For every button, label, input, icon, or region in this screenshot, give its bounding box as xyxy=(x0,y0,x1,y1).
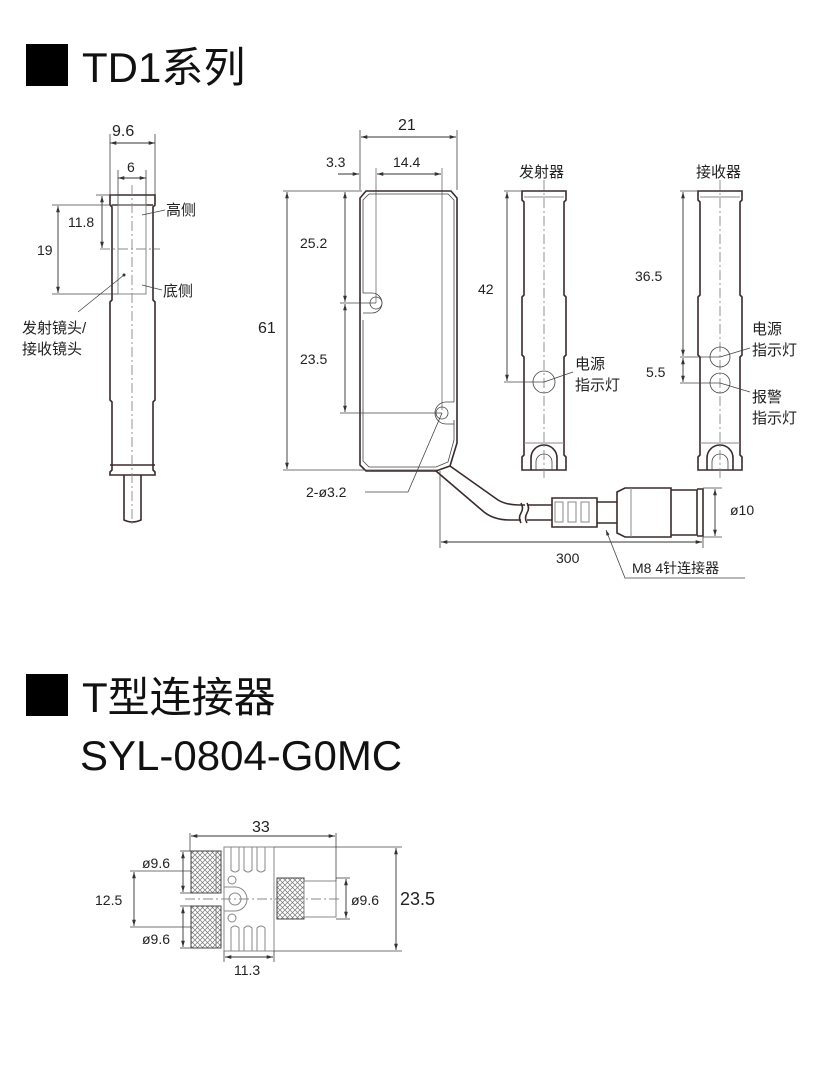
label-low-side: 底侧 xyxy=(163,283,193,300)
dim-hole-spacing: 14.4 xyxy=(393,154,420,170)
receiver-dim-gap: 5.5 xyxy=(646,364,666,380)
emitter-dim: 42 xyxy=(478,281,494,297)
section-title: TD1系列 xyxy=(82,44,246,91)
dim-width-outer: 9.6 xyxy=(112,123,134,140)
receiver-title: 接收器 xyxy=(696,164,741,181)
side-view: 9.6 6 11.8 19 高侧 底侧 发射镜头/ 接收镜头 xyxy=(22,123,196,525)
dia-right: ø9.6 xyxy=(351,892,379,908)
section-heading-td1: TD1系列 xyxy=(26,34,245,95)
emitter-indicator-line1: 电源 xyxy=(575,356,605,373)
section-heading-t-connector: T型连接器 xyxy=(26,664,276,725)
dim-width-lens: 6 xyxy=(127,159,135,175)
label-lens-line1: 发射镜头/ xyxy=(22,319,87,337)
dim-total: 19 xyxy=(37,242,53,258)
alarm-indicator-line2: 指示灯 xyxy=(752,410,797,427)
cable-connector: ø10 300 M8 4针连接器 xyxy=(435,465,754,579)
dia-bottom: ø9.6 xyxy=(142,931,170,947)
alarm-indicator-line1: 报警 xyxy=(752,389,782,406)
emitter-title: 发射器 xyxy=(519,164,564,181)
dim-high: 11.8 xyxy=(68,214,94,230)
dim-body-width: 11.3 xyxy=(234,962,260,978)
hole-label: 2-ø3.2 xyxy=(306,484,347,500)
connector-label: M8 4针连接器 xyxy=(632,560,719,576)
label-high-side: 高侧 xyxy=(166,202,196,219)
dim-length: 33 xyxy=(252,819,270,836)
t-connector-drawing: 33 23.5 12.5 ø9.6 ø9.6 ø9.6 11.3 xyxy=(95,819,435,978)
connector-diameter: ø10 xyxy=(730,502,754,518)
emitter-view: 发射器 42 电源 指示灯 xyxy=(478,164,620,480)
dim-height: 23.5 xyxy=(400,889,435,909)
dia-top: ø9.6 xyxy=(142,855,170,871)
dim-offset-left: 3.3 xyxy=(326,154,346,170)
square-bullet-icon xyxy=(26,673,68,716)
power-indicator-line1: 电源 xyxy=(752,321,782,338)
dim-height-total: 61 xyxy=(258,320,276,337)
square-bullet-icon xyxy=(26,43,68,86)
receiver-dim-upper: 36.5 xyxy=(635,268,662,284)
emitter-indicator-line2: 指示灯 xyxy=(575,377,620,394)
dim-upper: 25.2 xyxy=(300,235,327,251)
receiver-view: 接收器 36.5 5.5 电源 指示灯 报警 指示灯 xyxy=(635,164,797,480)
section-title: T型连接器 xyxy=(82,674,276,721)
dim-pitch: 12.5 xyxy=(95,892,122,908)
label-lens-line2: 接收镜头 xyxy=(22,340,82,358)
model-number: SYL-0804-G0MC xyxy=(80,732,403,779)
cable-length: 300 xyxy=(556,550,580,566)
power-indicator-line2: 指示灯 xyxy=(752,342,797,359)
dim-width-total: 21 xyxy=(398,117,416,134)
front-view: 25.2 23.5 61 21 3.3 14.4 2-ø3.2 xyxy=(258,117,458,500)
dim-lower: 23.5 xyxy=(300,351,327,367)
